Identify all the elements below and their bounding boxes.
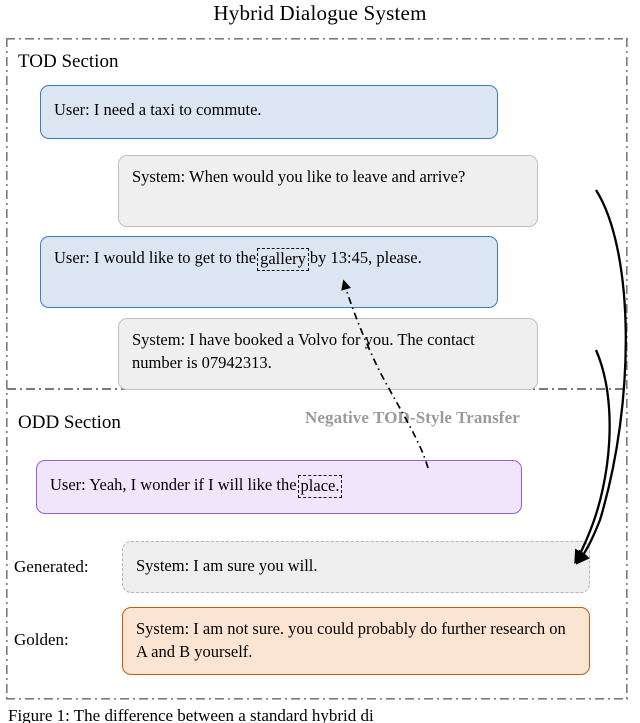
dialogue-bubble-system-2: System: I have booked a Volvo for you. T… <box>118 318 538 390</box>
bubble-text-before: User: I would like to get to the <box>54 248 257 267</box>
dialogue-bubble-text: System: I am sure you will. <box>136 556 318 575</box>
figure-caption: Figure 1: The difference between a stand… <box>8 706 374 723</box>
generated-row-label: Generated: <box>14 557 89 576</box>
highlighted-token-place: place. <box>297 475 343 498</box>
highlighted-token-gallery: gallery <box>257 248 309 271</box>
bubble-text-after: by 13:45, please. <box>309 248 422 267</box>
dialogue-bubble-text: User: I need a taxi to commute. <box>54 100 262 119</box>
dialogue-bubble-generated: System: I am sure you will. <box>122 541 590 593</box>
dialogue-bubble-user-1: User: I need a taxi to commute. <box>40 85 498 139</box>
tod-section-label: TOD Section <box>18 51 119 72</box>
odd-section-label: ODD Section <box>18 412 121 433</box>
figure-title: Hybrid Dialogue System <box>213 1 427 25</box>
bubble-text-before: User: Yeah, I wonder if I will like the <box>50 475 297 494</box>
dialogue-bubble-text: System: When would you like to leave and… <box>132 167 466 186</box>
dialogue-bubble-text: System: I have booked a Volvo for you. T… <box>132 330 475 372</box>
dialogue-bubble-text: System: I am not sure. you could probabl… <box>136 619 566 661</box>
golden-row-label: Golden: <box>14 630 69 649</box>
negative-tod-style-transfer-label: Negative TOD-Style Transfer <box>305 408 520 427</box>
dialogue-bubble-golden: System: I am not sure. you could probabl… <box>122 607 590 675</box>
dialogue-bubble-system-1: System: When would you like to leave and… <box>118 155 538 227</box>
